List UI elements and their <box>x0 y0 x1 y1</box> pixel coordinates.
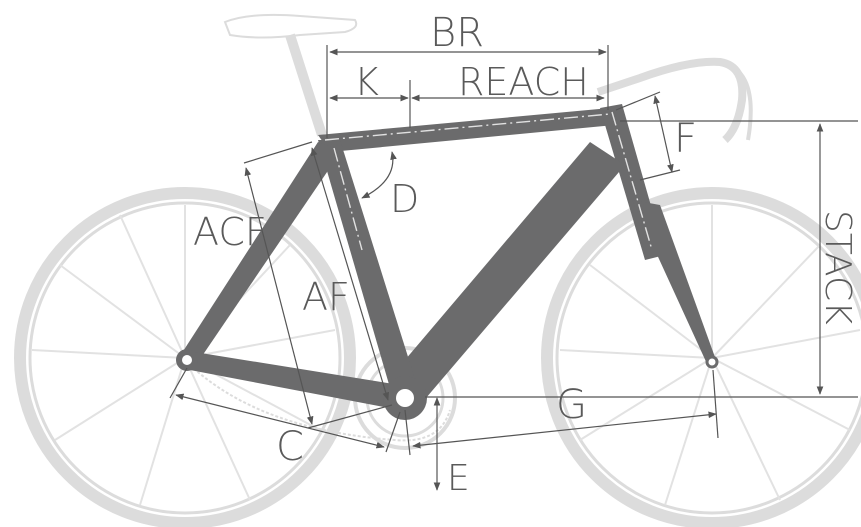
label-reach: REACH <box>458 60 589 104</box>
label-g: G <box>556 382 587 428</box>
bike-frame <box>176 104 719 420</box>
label-acf: ACF <box>193 210 267 254</box>
dimension-labels: BR K REACH F D ACF AF STACK G C E <box>193 10 858 499</box>
dimension-lines <box>169 45 858 491</box>
label-k: K <box>354 60 379 104</box>
label-c: C <box>276 424 304 470</box>
label-stack: STACK <box>817 210 858 325</box>
front-wheel <box>541 187 861 527</box>
label-d: D <box>390 177 419 221</box>
label-br: BR <box>430 10 484 56</box>
label-e: E <box>447 458 470 499</box>
label-af: AF <box>302 275 350 319</box>
label-f: F <box>674 116 697 162</box>
